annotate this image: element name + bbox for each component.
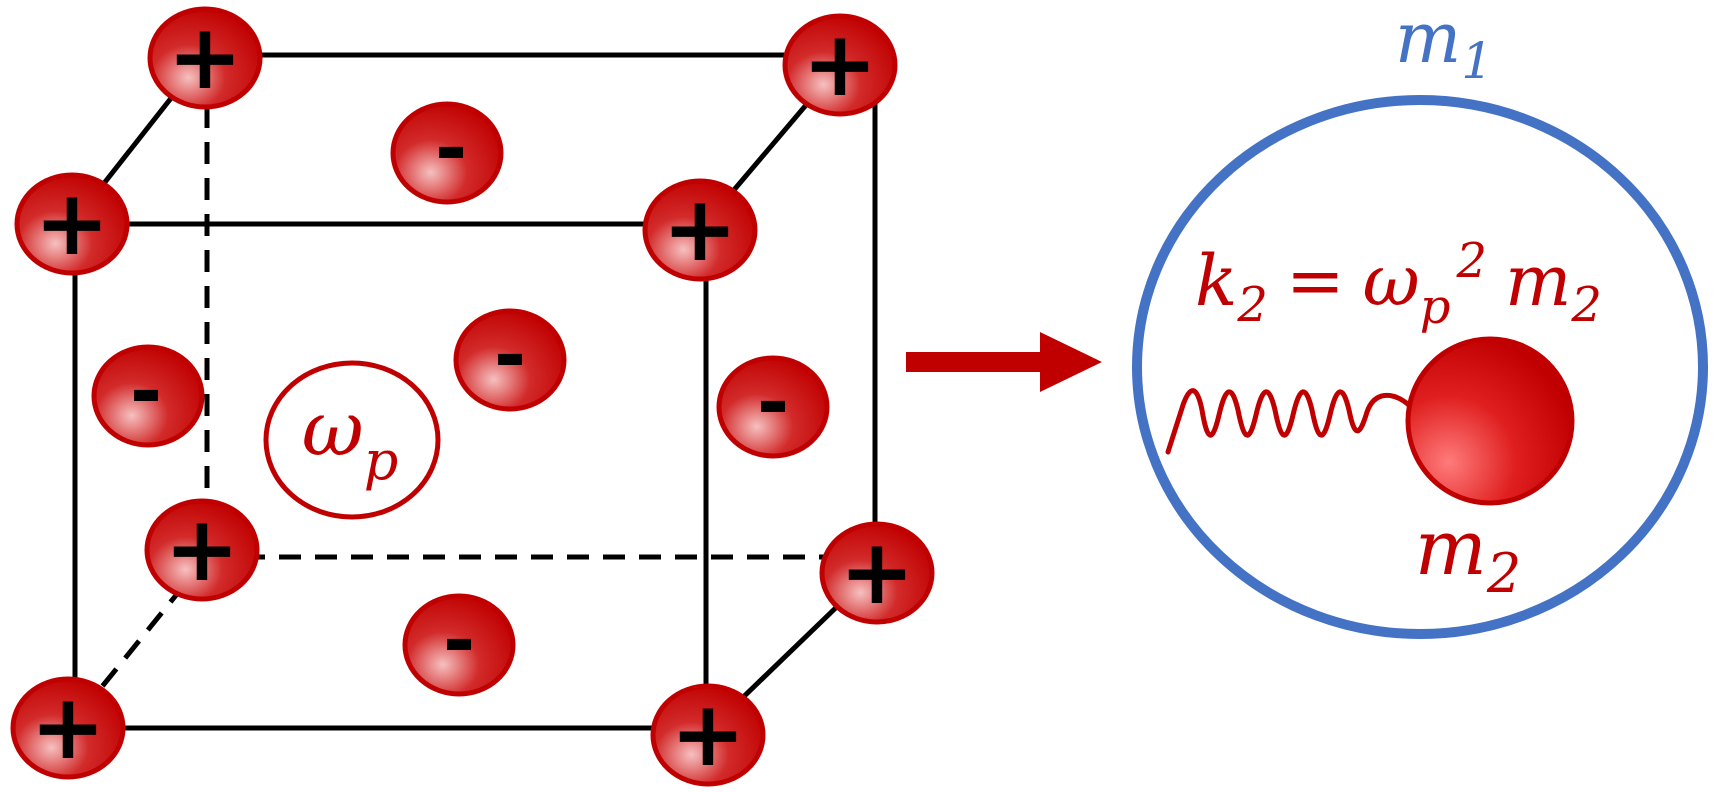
transform-arrow <box>906 332 1102 392</box>
outer-mass-symbol: m <box>1395 0 1461 79</box>
electron-sign: - <box>757 358 789 448</box>
positive-ion: + <box>144 497 260 602</box>
positive-ion: + <box>782 12 898 117</box>
ion-sign: + <box>167 5 242 110</box>
spring <box>1165 388 1413 455</box>
cube-frame <box>70 52 878 735</box>
plasma-frequency-label: ωp <box>263 360 441 520</box>
electron-charges: - - - - - <box>91 101 830 697</box>
cube-hidden-edges <box>73 70 875 722</box>
omega-symbol: ω <box>1363 240 1420 322</box>
outer-mass-label: m1 <box>1395 0 1493 90</box>
inner-mass-ball <box>1405 336 1575 506</box>
electron: - <box>716 355 830 459</box>
m-symbol: m <box>1505 240 1571 322</box>
omega-subscript: p <box>1420 279 1451 335</box>
ion-sign: + <box>30 675 105 780</box>
electron: - <box>91 344 205 448</box>
ion-sign: + <box>839 520 914 625</box>
k-subscript: 2 <box>1236 277 1268 333</box>
omega-subscript: p <box>364 429 399 492</box>
power-exponent: 2 <box>1455 233 1487 289</box>
outer-mass-subscript: 1 <box>1461 32 1493 90</box>
ion-sign: + <box>802 12 877 117</box>
positive-ion: + <box>642 177 758 282</box>
electron-sign: - <box>494 311 526 401</box>
electron-sign: - <box>443 596 475 686</box>
positive-ion: + <box>14 171 130 276</box>
positive-ion: + <box>650 682 766 787</box>
ion-sign: + <box>34 171 109 276</box>
omega-symbol: ω <box>302 384 364 473</box>
electron-sign: - <box>435 104 467 194</box>
equals-sign: = <box>1286 240 1345 322</box>
electron: - <box>402 593 516 697</box>
inner-mass-subscript: 2 <box>1486 542 1521 605</box>
positive-ion: + <box>10 675 126 780</box>
arrow-head <box>1040 332 1102 392</box>
ion-sign: + <box>662 177 737 282</box>
electron: - <box>390 101 504 205</box>
k-symbol: k <box>1195 240 1237 322</box>
positive-ion: + <box>819 520 935 625</box>
inner-mass-symbol: m <box>1415 503 1487 592</box>
ion-charges: + + + + + + + + <box>10 5 935 787</box>
ion-sign: + <box>164 497 239 602</box>
electron-sign: - <box>130 347 162 437</box>
arrow-shaft <box>906 352 1046 372</box>
outer-mass-shell <box>1132 95 1708 639</box>
plasma-frequency-ring <box>263 360 441 520</box>
positive-ion: + <box>147 5 263 110</box>
electron: - <box>453 308 567 412</box>
m-subscript: 2 <box>1570 277 1602 333</box>
ion-sign: + <box>670 682 745 787</box>
inner-mass-label: m2 <box>1415 503 1521 605</box>
plasma-frequency-symbol: ωp <box>302 384 399 492</box>
